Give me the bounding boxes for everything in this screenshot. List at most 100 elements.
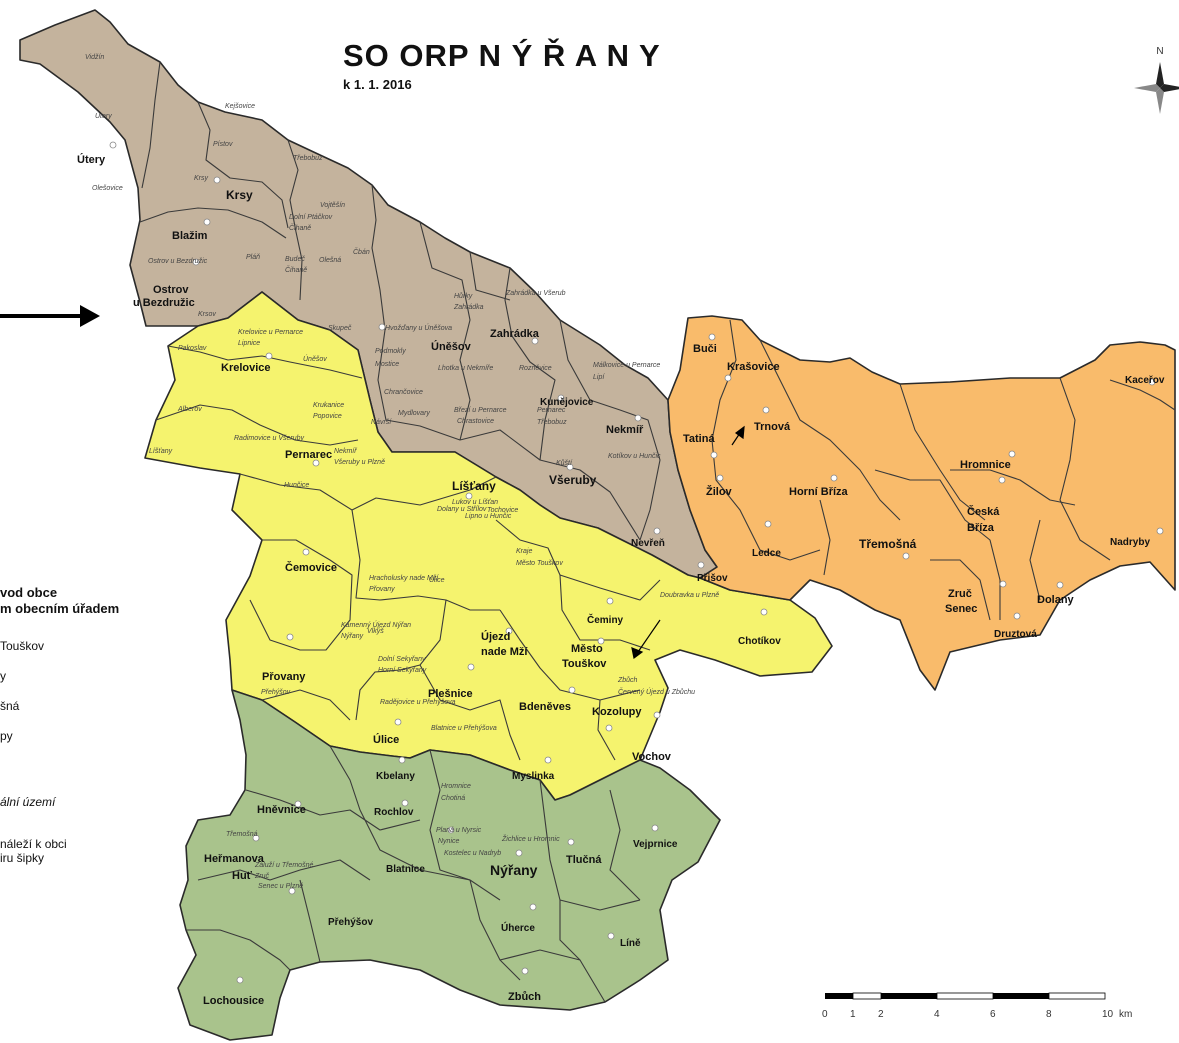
outlier-arrows: [631, 425, 745, 660]
place-label: Hromnice: [960, 459, 1011, 471]
scale-tick-label: 10: [1102, 1009, 1114, 1020]
cadastral-label: Úněšov: [303, 354, 327, 363]
pointer-arrow: [0, 305, 100, 327]
cadastral-label: Kůští: [556, 459, 573, 467]
cadastral-label: Zbůch: [617, 676, 638, 684]
cadastral-label: Návrší: [371, 419, 392, 426]
place-label: Kunějovice: [540, 397, 594, 408]
cadastral-label: Lipí: [593, 374, 605, 381]
scale-tick-label: 2: [878, 1009, 884, 1020]
cadastral-label: Budeč: [285, 256, 305, 263]
place-label: Město: [571, 643, 603, 655]
cadastral-label: Kotíkov u Hunčic: [608, 453, 661, 460]
cadastral-label: Lipno u Hunčic: [465, 513, 512, 520]
place-label: Touškov: [562, 658, 607, 670]
scale-tick-label: 8: [1046, 1009, 1052, 1020]
cadastral-label: Pernarec: [537, 407, 566, 414]
cadastral-label: Tochovice: [487, 507, 518, 514]
cadastral-label: Dolní Sekyřany: [378, 656, 426, 663]
cadastral-label: Hvožďany u Úněšova: [385, 323, 452, 332]
place-label: Vejprnice: [633, 839, 678, 850]
place-label: Trnová: [754, 421, 791, 433]
place-label: Buči: [693, 343, 717, 355]
cadastral-label: Mostice: [375, 361, 399, 368]
place-label: Česká: [967, 505, 1000, 518]
place-label: Druztová: [994, 629, 1037, 640]
cadastral-label: Málkovice u Pernarce: [593, 362, 660, 369]
place-label: Bdeněves: [519, 701, 571, 713]
place-label: Úherce: [501, 921, 535, 934]
cadastral-label: Čbán: [353, 247, 370, 256]
cadastral-label: Rozněvice: [519, 365, 552, 372]
place-label: Huť: [232, 870, 253, 882]
place-label: Krelovice: [221, 362, 271, 374]
place-label: Zahrádka: [490, 328, 540, 340]
place-label: Kozolupy: [592, 706, 642, 718]
cadastral-label: Lhotka u Nekmíře: [438, 365, 493, 372]
scale-unit-label: km: [1119, 1009, 1132, 1020]
legend: vod obce m obecním úřadem Touškov y šná …: [0, 585, 175, 865]
map-date: k 1. 1. 2016: [343, 77, 412, 92]
cadastral-label: Březí u Pernarce: [454, 407, 507, 414]
cadastral-label: Radimovice u Všeruby: [234, 435, 305, 442]
cadastral-label: Chrastovice: [457, 418, 494, 425]
cadastral-label: Žichlice u Hromnic: [501, 834, 560, 843]
cadastral-label: Podmokly: [375, 348, 406, 355]
cadastral-label: Hromnice: [441, 783, 471, 790]
place-label: Tatiná: [683, 433, 715, 445]
cadastral-label: Krsov: [198, 311, 216, 318]
legend-note-line-1: náleží k obci: [0, 837, 67, 851]
cadastral-label: Pakoslav: [178, 345, 207, 352]
place-label: Žilov: [706, 485, 733, 498]
cadastral-label: Krsy: [194, 175, 209, 182]
place-label: Tlučná: [566, 854, 602, 866]
cadastral-label: Olešná: [319, 257, 341, 264]
place-label: Nadryby: [1110, 537, 1150, 548]
cadastral-label: Chrančovice: [384, 389, 423, 396]
cadastral-label: Kejšovice: [225, 103, 255, 110]
place-label: Plešnice: [428, 688, 473, 700]
place-label: Chotíkov: [738, 636, 781, 647]
cadastral-label: Ostrov u Bezdružic: [148, 258, 208, 265]
cadastral-label: Kamenný Újezd Nýřan: [341, 620, 411, 629]
map-title: SO ORP N Ý Ř A N Y: [343, 38, 661, 73]
place-label: Myslinka: [512, 771, 555, 782]
scale-tick-label: 4: [934, 1009, 940, 1020]
cadastral-label: Lukov u Líšťan: [452, 499, 498, 506]
legend-note-line-2: iru šipky: [0, 851, 45, 865]
cadastral-label: Zahrádka: [453, 304, 484, 311]
cadastral-label: Skupeč: [328, 325, 352, 332]
cadastral-label: Blatnice u Přehýšova: [431, 725, 497, 732]
cadastral-label: Krelovice u Pernarce: [238, 329, 303, 336]
place-label: Blatnice: [386, 864, 425, 875]
place-label: Přehýšov: [328, 917, 373, 928]
cadastral-label: Krukanice: [313, 402, 344, 409]
place-label: Senec: [945, 603, 977, 615]
cadastral-label: Líšťany: [149, 448, 173, 455]
place-label: Úlice: [373, 733, 399, 746]
cadastral-label: Čihaně: [285, 265, 307, 274]
legend-item-2: y: [0, 669, 6, 683]
cadastral-label: Pístov: [213, 141, 233, 148]
cadastral-label: Hunčice: [284, 482, 309, 489]
cadastral-label: Kraje: [516, 548, 532, 555]
cadastral-label: Útery: [95, 111, 112, 120]
cadastral-label: Popovice: [313, 413, 342, 420]
legend-title-line-2: m obecním úřadem: [0, 601, 120, 616]
place-label: Lochousice: [203, 995, 264, 1007]
place-label: Rochlov: [374, 807, 414, 818]
legend-item-1: Touškov: [0, 639, 45, 653]
cadastral-label: Kostelec u Nadryb: [444, 850, 501, 857]
place-label: nade Mží: [481, 646, 528, 658]
legend-item-territory: ální území: [0, 795, 56, 809]
cadastral-label: Alberov: [177, 406, 202, 413]
place-label: Nevřeň: [631, 538, 665, 549]
cadastral-label: Nynice: [438, 838, 460, 845]
cadastral-label: Dolní Ptáčkov: [289, 214, 333, 221]
cadastral-label: Město Touškov: [516, 560, 563, 567]
place-label: Líšťany: [452, 479, 496, 493]
place-label: Bříza: [967, 522, 995, 534]
place-label: Kaceřov: [1125, 375, 1165, 386]
